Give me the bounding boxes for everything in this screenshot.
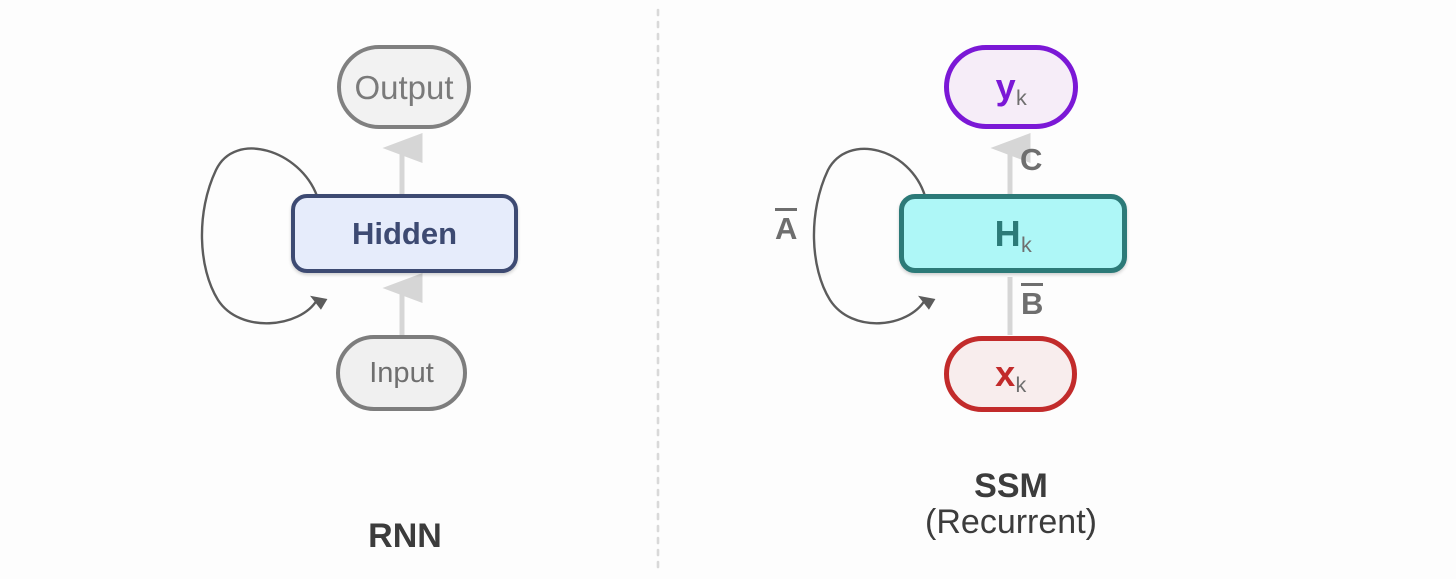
node-yk-symbol: yk — [995, 66, 1027, 109]
node-output-label: Output — [354, 68, 454, 106]
node-xk-subscript: k — [1015, 372, 1027, 398]
node-yk[interactable]: yk — [944, 45, 1078, 129]
node-yk-subscript: k — [1016, 85, 1027, 111]
edge-label-a-bar: A — [775, 208, 798, 244]
node-xk-symbol: xk — [995, 353, 1026, 396]
caption-rnn: RNN — [255, 518, 555, 554]
edge-label-a-bar-text: A — [775, 208, 798, 244]
node-hk-base: H — [994, 212, 1021, 254]
caption-ssm-line1: SSM — [974, 467, 1048, 505]
node-input[interactable]: Input — [336, 335, 467, 411]
edge-label-c: C — [1020, 144, 1042, 175]
rnn-edge-hidden-self-loop — [200, 147, 328, 325]
node-hk[interactable]: Hk — [899, 194, 1127, 273]
edge-label-c-text: C — [1020, 142, 1043, 177]
node-hk-subscript: k — [1021, 231, 1032, 257]
node-yk-base: y — [995, 66, 1016, 107]
node-xk-base: x — [995, 353, 1016, 394]
caption-ssm: SSM (Recurrent) — [861, 468, 1161, 540]
node-hidden[interactable]: Hidden — [291, 194, 518, 273]
caption-rnn-text: RNN — [368, 517, 442, 555]
edge-label-b-bar-text: B — [1021, 283, 1044, 319]
node-hidden-label: Hidden — [351, 216, 458, 251]
node-hk-symbol: Hk — [994, 212, 1032, 255]
caption-ssm-line2: (Recurrent) — [925, 503, 1097, 542]
node-xk[interactable]: xk — [944, 336, 1077, 412]
edge-label-b-bar: B — [1021, 283, 1044, 319]
node-input-label: Input — [369, 356, 434, 389]
node-output[interactable]: Output — [337, 45, 471, 129]
ssm-edge-hk-self-loop — [812, 147, 936, 325]
